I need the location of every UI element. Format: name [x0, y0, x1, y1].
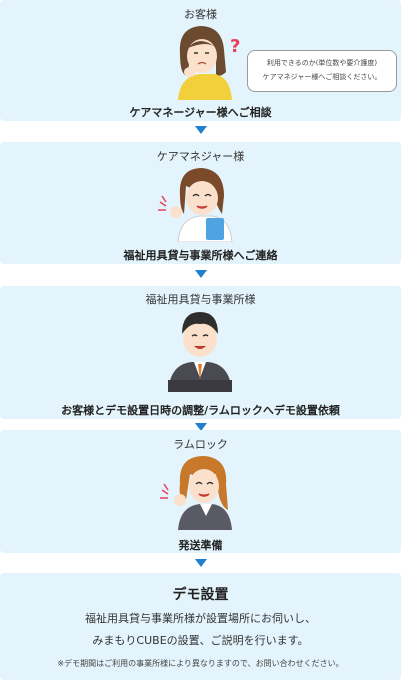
final-description-line-2: みまもりCUBEの設置、ご説明を行います。	[92, 634, 309, 647]
step-title: ケアマネジャー様	[156, 150, 245, 163]
step-caption: 発送準備	[178, 539, 223, 552]
step-caption: お客様とデモ設置日時の調整/ラムロックへデモ設置依頼	[61, 404, 340, 417]
down-arrow-icon	[195, 559, 207, 567]
step-title: 福祉用具貸与事業所様	[145, 293, 256, 306]
down-arrow-icon	[195, 126, 207, 134]
bubble-line-1: 利用できるのか(単位数や要介護度)	[266, 59, 378, 67]
step-caption: 福祉用具貸与事業所様へご連絡	[123, 249, 278, 262]
step-caption: ケアマネージャー様へご相談	[129, 106, 272, 119]
ramlock-staff-illustration	[160, 456, 232, 530]
step-title: お客様	[184, 8, 217, 21]
down-arrow-icon	[195, 270, 207, 278]
bubble-line-2: ケアマネジャー様へご相談ください。	[262, 73, 382, 81]
final-panel-demo	[0, 573, 401, 680]
final-note: ※デモ期間はご利用の事業所様により異なりますので、お問い合わせください。	[57, 659, 344, 668]
final-title: デモ設置	[172, 587, 229, 603]
customer-illustration: ?	[178, 26, 240, 100]
care-manager-illustration	[158, 168, 233, 242]
rental-office-staff-illustration	[168, 312, 232, 392]
step-title: ラムロック	[173, 438, 228, 451]
down-arrow-icon	[195, 423, 207, 431]
final-description-line-1: 福祉用具貸与事業所様が設置場所にお伺いし、	[85, 612, 316, 625]
speech-bubble: 利用できるのか(単位数や要介護度) ケアマネジャー様へご相談ください。	[247, 50, 397, 92]
svg-text:?: ?	[230, 36, 240, 57]
